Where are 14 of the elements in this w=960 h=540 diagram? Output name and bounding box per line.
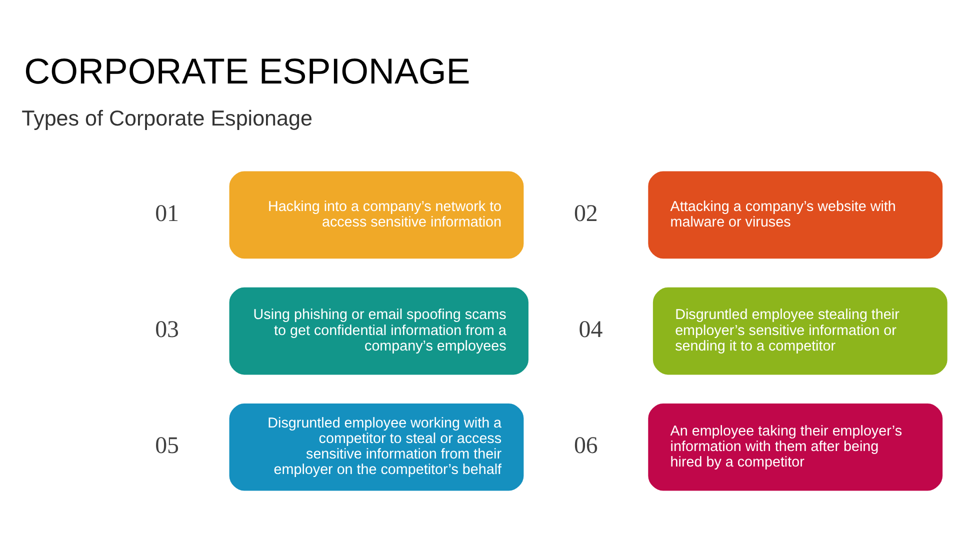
node-box: Hacking into a company’s network to access sensitive information xyxy=(229,171,524,259)
node-label: 01 xyxy=(155,200,179,227)
node-box: Attacking a company’s website with malware or viruses xyxy=(648,171,943,259)
node-label: 05 xyxy=(155,433,179,460)
node-box: Disgruntled employee working with a competitor to steal or access sensitive information from their employer on the competitor’s behalf xyxy=(229,403,524,491)
node-box: Disgruntled employee stealing their employer’s sensitive information or sending it to a competitor xyxy=(652,287,948,375)
node-label: 04 xyxy=(578,317,603,344)
node-box: Using phishing or email spoofing scams to get confidential information from a company’s employees xyxy=(229,287,528,375)
node-label: 06 xyxy=(574,433,598,460)
node-box: An employee taking their employer’s information with them after being hired by a competitor xyxy=(648,403,943,491)
node-label: 03 xyxy=(155,317,179,344)
node-label: 02 xyxy=(574,200,598,227)
diagram-title: CORPORATE ESPIONAGE xyxy=(24,51,470,92)
label: Types of Corporate Espionage xyxy=(22,106,312,131)
